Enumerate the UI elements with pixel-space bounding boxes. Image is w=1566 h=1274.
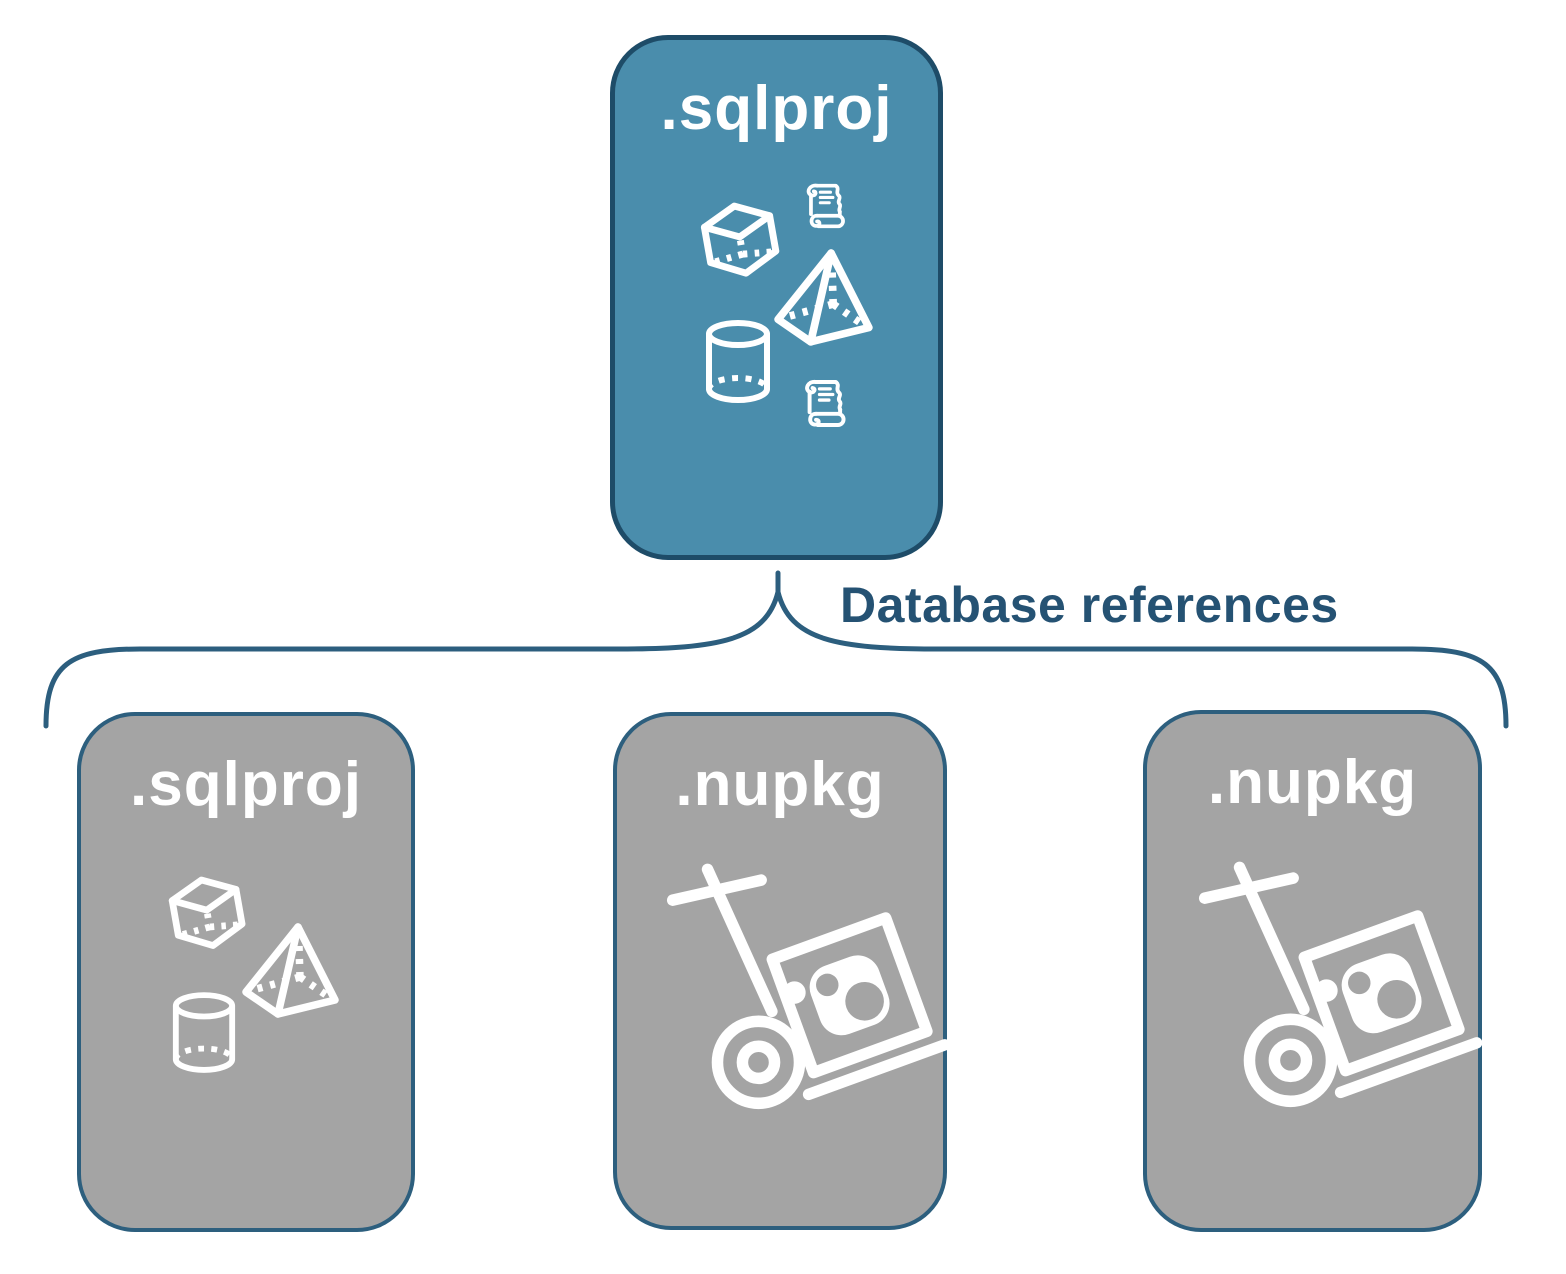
cylinder-icon — [170, 992, 238, 1074]
hand-truck-nuget-package-icon — [662, 864, 930, 1132]
card-sqlproj-reference: .sqlproj — [77, 712, 415, 1232]
card-title: .sqlproj — [660, 74, 893, 143]
card-nupkg-reference-2: .nupkg — [1143, 710, 1482, 1232]
card-sqlproj-main: .sqlproj — [610, 35, 943, 560]
card-title: .sqlproj — [130, 750, 362, 819]
card-title: .nupkg — [1207, 748, 1418, 817]
hand-truck-nuget-package-icon — [1194, 862, 1462, 1130]
card-title: .nupkg — [675, 750, 885, 819]
cube-icon — [163, 874, 253, 964]
database-references-label: Database references — [840, 577, 1339, 633]
pyramid-icon — [241, 922, 341, 1022]
card-nupkg-reference-1: .nupkg — [613, 712, 947, 1230]
